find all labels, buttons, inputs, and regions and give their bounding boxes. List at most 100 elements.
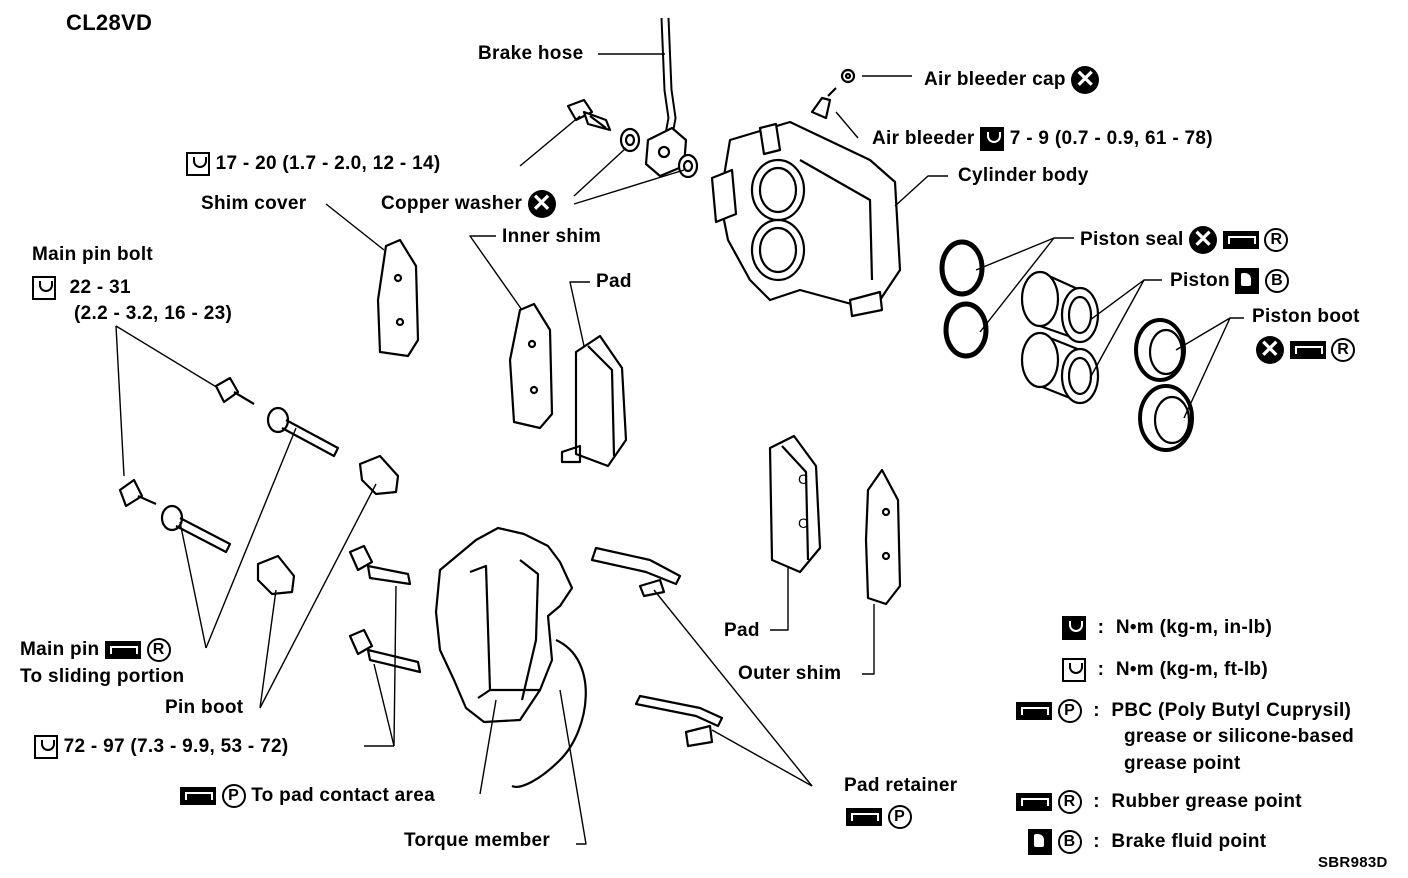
label-main-pin-bolt: Main pin bolt (32, 244, 154, 265)
torque-ft-lb-icon (34, 735, 58, 759)
main-pin-bolt-torque-1: 22 - 31 (69, 277, 131, 299)
torque-ft-lb-icon (186, 152, 210, 176)
hose-bolt-part (566, 98, 612, 132)
label-cylinder-body: Cylinder body (958, 165, 1089, 186)
to-pad-contact-area-text: To pad contact area (251, 785, 435, 807)
air-bleeder-torque: 7 - 9 (0.7 - 0.9, 61 - 78) (1009, 128, 1213, 150)
label-main-pin: Main pin R (20, 638, 171, 662)
pin-boot-parts (256, 454, 400, 596)
label-copper-washer: Copper washer ✕ (381, 190, 556, 218)
legend-brake-fluid-text: Brake fluid point (1111, 831, 1267, 853)
shim-cover-part (376, 238, 420, 358)
torque-member-bolt-torque-text: 72 - 97 (7.3 - 9.9, 53 - 72) (63, 736, 289, 758)
label-pad-retainer: Pad retainer (844, 775, 958, 796)
grease-icon (1016, 793, 1052, 811)
air-bleeder-text: Air bleeder (872, 128, 975, 150)
grease-icon (1222, 231, 1259, 249)
legend-nm-ft-lb: : N•m (kg-m, ft-lb) (1062, 658, 1268, 682)
torque-member-bolt-parts (348, 544, 422, 674)
grease-icon (1289, 341, 1326, 359)
brake-hose-part (644, 17, 688, 178)
label-air-bleeder-cap: Air bleeder cap ✕ (924, 66, 1100, 94)
piston-text: Piston (1170, 270, 1230, 292)
piston-boot-symbols: ✕ R (1256, 336, 1356, 364)
piston-seal-text: Piston seal (1080, 229, 1184, 251)
grease-icon (846, 808, 882, 826)
grease-icon (180, 787, 216, 805)
grease-icon (105, 641, 142, 659)
main-pin-text: Main pin (20, 639, 100, 661)
legend-rubber-grease-text: Rubber grease point (1111, 791, 1302, 813)
label-to-sliding-portion: To sliding portion (20, 666, 185, 687)
label-piston: Piston B (1170, 268, 1290, 294)
label-to-pad-contact-area: P To pad contact area (180, 784, 435, 808)
main-pin-bolt-parts (118, 376, 255, 508)
torque-member-part (434, 526, 587, 788)
cylinder-body-part (710, 120, 902, 318)
label-shim-cover: Shim cover (201, 193, 307, 214)
copper-washer-text: Copper washer (381, 193, 523, 215)
label-piston-seal: Piston seal ✕ R (1080, 226, 1289, 254)
main-pin-parts (160, 406, 340, 554)
torque-ft-lb-icon (1062, 658, 1086, 682)
label-main-pin-bolt-torque: 22 - 31 (32, 276, 131, 300)
brake-fluid-icon (1028, 829, 1052, 855)
torque-in-lb-icon (980, 127, 1005, 151)
legend-brake-fluid: B : Brake fluid point (1028, 829, 1266, 855)
outer-shim-part (864, 468, 902, 606)
do-not-reuse-icon: ✕ (1071, 66, 1100, 94)
label-pin-boot: Pin boot (165, 697, 244, 718)
main-pin-bolt-torque-2: (2.2 - 3.2, 16 - 23) (74, 303, 233, 324)
leader-lines (115, 53, 1244, 845)
legend-pbc: P : PBC (Poly Butyl Cuprysil) (1016, 699, 1351, 723)
grease-icon (1016, 702, 1052, 720)
rubber-grease-r-icon: R (1264, 228, 1289, 252)
pbc-grease-p-icon: P (887, 805, 912, 829)
legend-nm-ft-lb-text: N•m (kg-m, ft-lb) (1115, 659, 1268, 681)
rubber-grease-r-icon: R (1331, 338, 1356, 362)
rubber-grease-r-icon: R (1057, 790, 1082, 814)
figure-code: SBR983D (1318, 854, 1388, 871)
do-not-reuse-icon: ✕ (1256, 336, 1284, 364)
label-piston-boot: Piston boot (1252, 306, 1360, 327)
label-air-bleeder: Air bleeder 7 - 9 (0.7 - 0.9, 61 - 78) (872, 127, 1213, 151)
torque-ft-lb-icon (32, 276, 56, 300)
rubber-grease-r-icon: R (146, 638, 171, 662)
label-outer-shim: Outer shim (738, 663, 842, 684)
legend-rubber-grease: R : Rubber grease point (1016, 790, 1302, 814)
inner-shim-part (508, 302, 554, 430)
piston-seal-parts (939, 239, 989, 359)
piston-boot-parts (1134, 318, 1194, 452)
do-not-reuse-icon: ✕ (527, 190, 556, 218)
label-torque-member: Torque member (404, 830, 551, 851)
piston-parts (1020, 270, 1100, 405)
legend-nm-in-lb-text: N•m (kg-m, in-lb) (1115, 617, 1273, 639)
upper-pad-part (560, 334, 628, 468)
legend-pbc-text-3: grease point (1124, 753, 1241, 774)
torque-in-lb-icon (1062, 616, 1086, 640)
label-torque-member-bolt: 72 - 97 (7.3 - 9.9, 53 - 72) (34, 735, 289, 759)
svg-text:C: C (798, 471, 808, 487)
label-hose-bolt-torque: 17 - 20 (1.7 - 2.0, 12 - 14) (186, 152, 441, 176)
brake-fluid-b-icon: B (1265, 269, 1290, 293)
pad-retainer-symbols: P (846, 805, 912, 829)
legend-nm-in-lb: : N•m (kg-m, in-lb) (1062, 616, 1272, 640)
pbc-grease-p-icon: P (1057, 699, 1082, 723)
copper-washer-parts (619, 127, 699, 179)
air-bleeder-cap-text: Air bleeder cap (924, 69, 1066, 91)
label-pad-lower: Pad (724, 620, 760, 641)
do-not-reuse-icon: ✕ (1189, 226, 1218, 254)
pad-retainer-parts (590, 546, 724, 748)
lower-pad-part: C C (768, 434, 822, 574)
hose-bolt-torque-text: 17 - 20 (1.7 - 2.0, 12 - 14) (215, 153, 441, 175)
svg-text:C: C (798, 515, 808, 531)
label-pad-upper: Pad (596, 271, 632, 292)
legend-pbc-text-2: grease or silicone-based (1124, 726, 1355, 747)
brake-fluid-icon (1235, 268, 1260, 294)
pbc-grease-p-icon: P (221, 784, 246, 808)
air-bleeder-parts (810, 68, 856, 120)
diagram-title: CL28VD (66, 10, 153, 35)
legend-pbc-text-1: PBC (Poly Butyl Cuprysil) (1111, 700, 1352, 722)
